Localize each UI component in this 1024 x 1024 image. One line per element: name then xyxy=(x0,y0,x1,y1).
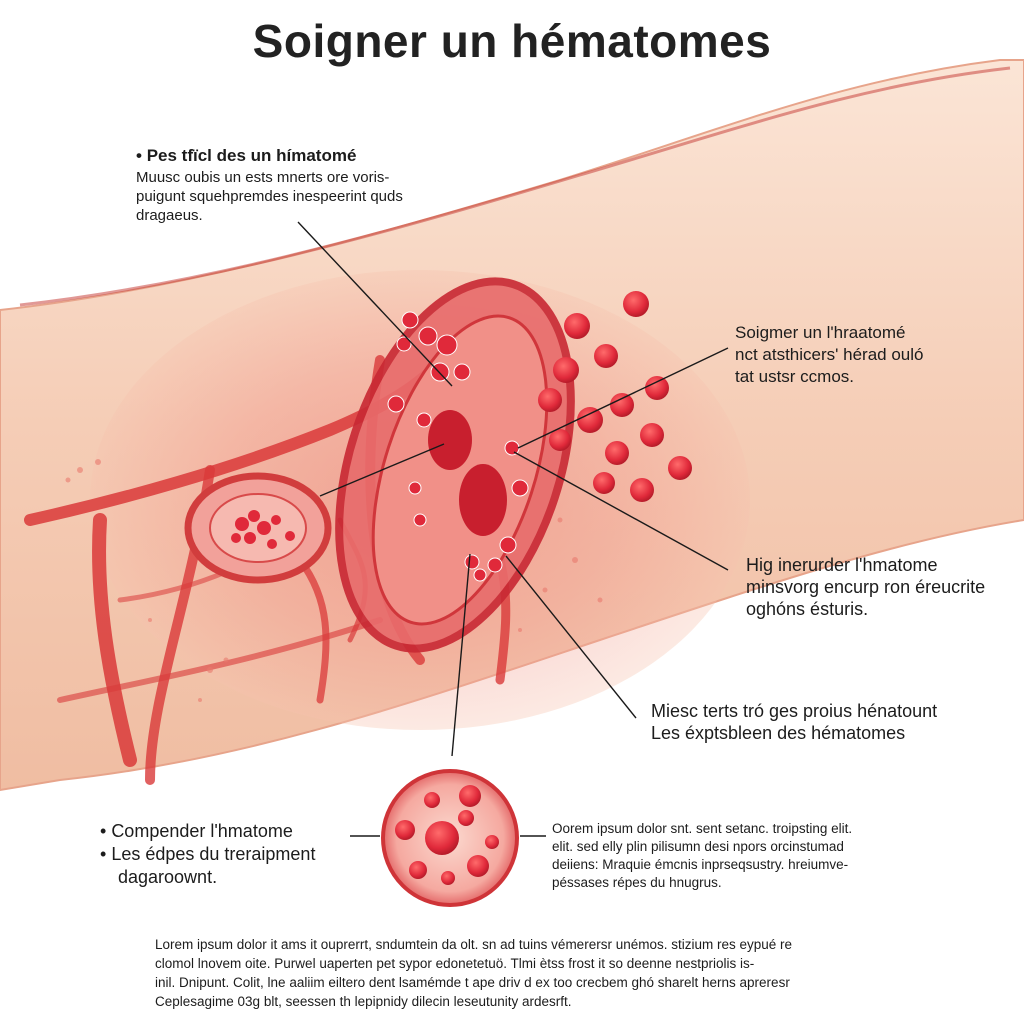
callout-top-left-heading: Pes tfïcl des un hímatomé xyxy=(136,146,456,165)
callout-bottom-right: Oorem ipsum dolor snt. sent setanc. troi… xyxy=(552,820,952,892)
free-blood-cells xyxy=(538,291,692,502)
callout-right-2-line: Hig inerurder l'hmatome xyxy=(746,555,938,575)
callout-right-1-line: tat ustsr ccmos. xyxy=(735,367,855,386)
callout-top-left-line: dragaeus. xyxy=(136,207,203,224)
callout-right-2-line: oghóns ésturis. xyxy=(746,599,869,619)
page-title: Soigner un hématomes xyxy=(252,15,772,67)
callout-bottom-left-item-cont: dagaroownt. xyxy=(118,867,218,887)
footer-line: Ceplesagime 03g blt, seessen th lepipnid… xyxy=(155,994,572,1009)
footer-line: inil. Dnipunt. Colit, lne aaliim eiltero… xyxy=(155,975,790,990)
callout-top-left-line: puigunt squehpremdes inespeerint quds xyxy=(136,188,403,205)
footer-paragraph: Lorem ipsum dolor it ams it ouprerrt, sn… xyxy=(155,935,915,1011)
callout-bottom-right-line: elit. sed elly plin pilisumn desi npors … xyxy=(552,839,844,854)
callout-right-3: Miesc terts tró ges proius hénatount Les… xyxy=(651,700,1011,744)
arm-upper-edge xyxy=(19,66,1011,307)
footer-line: clomol lnovem oite. Purwel uaperten pet … xyxy=(155,956,755,971)
callout-right-2-line: minsvorg encurp ron éreucrite xyxy=(746,577,986,597)
hematoma-core-lower xyxy=(459,464,507,536)
callout-right-3-line: Les éxptsbleen des hématomes xyxy=(651,723,906,743)
callout-top-left: Pes tfïcl des un hímatomé Muusc oubis un… xyxy=(136,146,456,225)
speckles xyxy=(65,459,603,702)
footer-line: Lorem ipsum dolor it ams it ouprerrt, sn… xyxy=(155,937,793,952)
hematoma-core-upper xyxy=(428,410,472,470)
callout-right-1-line: nct atsthicers' hérad ouló xyxy=(735,345,924,364)
callout-right-1-line: Soigmer un l'hraatomé xyxy=(735,323,906,342)
zoom-cells xyxy=(395,785,499,885)
callout-top-left-line: Muusc oubis un ests mnerts ore voris- xyxy=(136,169,390,186)
callout-bottom-right-line: Oorem ipsum dolor snt. sent setanc. troi… xyxy=(552,821,853,836)
callout-bottom-left: Compender l'hmatome Les édpes du treraip… xyxy=(100,820,360,889)
callout-right-3-line: Miesc terts tró ges proius hénatount xyxy=(651,701,938,721)
callout-bottom-right-line: péssases répes du hnugrus. xyxy=(552,875,722,890)
leader-lines xyxy=(297,221,729,837)
inner-cells xyxy=(387,311,529,582)
callout-bottom-left-item: Compender l'hmatome xyxy=(100,820,360,843)
callout-bottom-right-line: deiiens: Mraquie émcnis inprseqsustry. h… xyxy=(552,857,849,872)
cell-nucleus xyxy=(231,510,295,549)
callout-bottom-left-item: Les édpes du treraipment xyxy=(100,843,360,866)
callout-right-1: Soigmer un l'hraatomé nct atsthicers' hé… xyxy=(735,322,1015,388)
callout-right-2: Hig inerurder l'hmatome minsvorg encurp … xyxy=(746,554,1016,620)
